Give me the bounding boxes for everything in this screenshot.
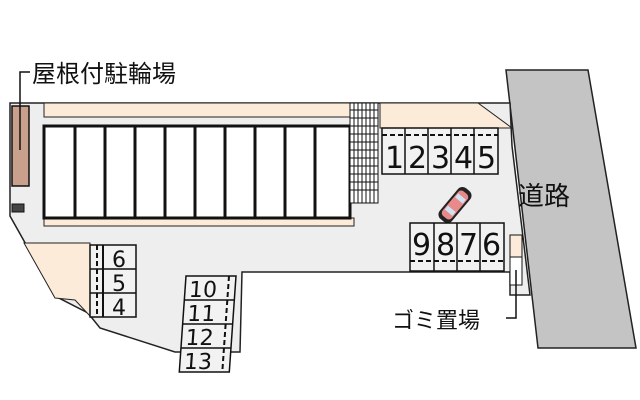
parking-space-1: 1 (385, 141, 404, 176)
parking-row-right: 9 8 7 6 (409, 222, 505, 272)
parking-space-13: 13 (183, 350, 213, 375)
parking-space-4-left: 4 (112, 296, 126, 321)
parking-space-10: 10 (188, 278, 218, 303)
meter-box (11, 203, 25, 213)
parking-space-9: 9 (412, 228, 431, 263)
stairs (349, 102, 379, 204)
planting-strip-top (43, 102, 355, 118)
parking-space-5-left: 5 (112, 272, 126, 297)
parking-space-12: 12 (185, 326, 215, 351)
garbage-leader (506, 270, 517, 319)
parking-column-left: 6 5 4 (89, 244, 137, 321)
bicycle-parking-label: 屋根付駐輪場 (32, 60, 176, 88)
parking-space-2: 2 (408, 141, 427, 176)
parking-row-top: 1 2 3 4 5 (381, 127, 499, 176)
parking-space-8: 8 (436, 228, 455, 263)
road-label: 道路 (518, 182, 570, 212)
parking-column-bottom: 10 11 12 13 (178, 275, 237, 375)
apartment-building (42, 124, 352, 220)
parking-space-4: 4 (454, 141, 473, 176)
parking-space-5: 5 (477, 141, 496, 176)
parking-space-11: 11 (186, 302, 216, 327)
parking-space-6-right: 6 (482, 228, 501, 263)
parking-space-6-left: 6 (112, 248, 126, 273)
parking-space-7: 7 (459, 228, 478, 263)
road (505, 69, 637, 349)
car-icon (438, 186, 472, 224)
planting-left (23, 242, 91, 318)
garbage-label: ゴミ置場 (392, 309, 480, 334)
parking-space-3: 3 (431, 141, 450, 176)
garbage-area (509, 234, 523, 258)
bicycle-parking-leader (19, 71, 30, 150)
planting-top (379, 102, 514, 129)
